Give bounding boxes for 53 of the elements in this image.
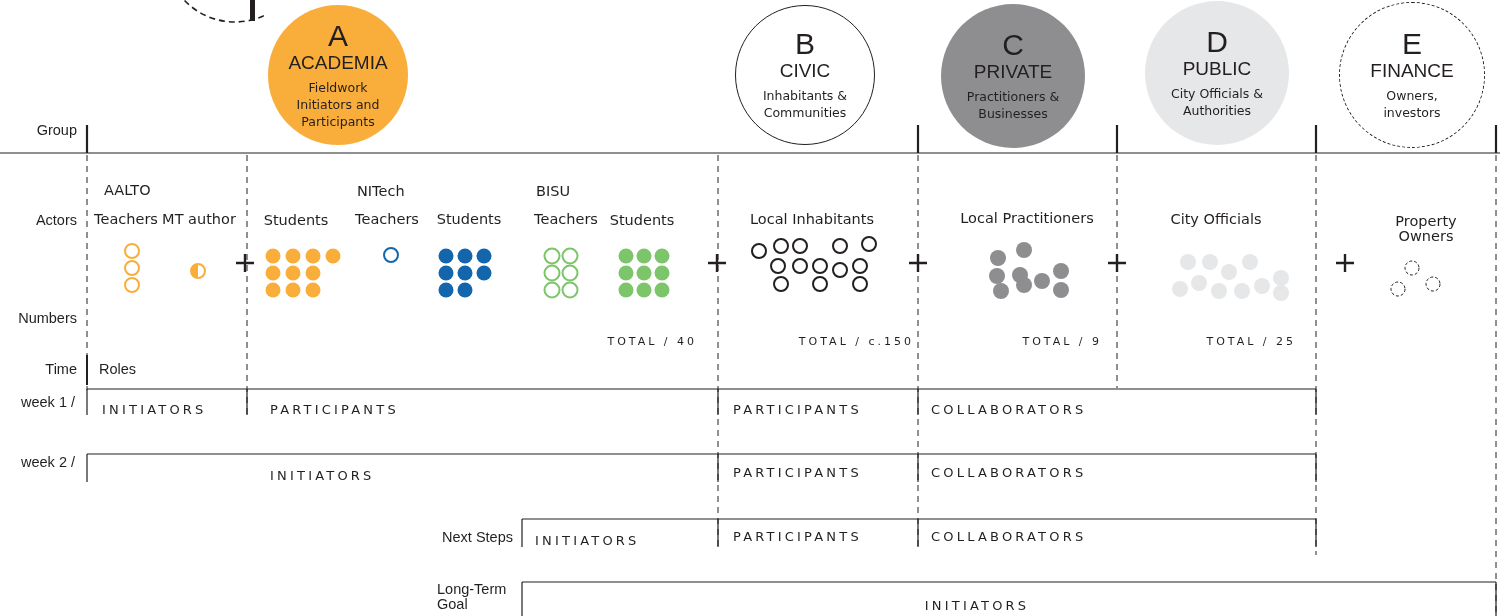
group-name: PUBLIC — [1182, 57, 1252, 81]
role-label: COLLABORATORS — [931, 527, 1087, 545]
actor-label: Teachers — [534, 210, 598, 228]
group-description: Inhabitants & Communities — [761, 87, 849, 121]
row-heading: Time — [45, 360, 77, 378]
actor-label: City Officials — [1170, 210, 1262, 228]
group-name: CIVIC — [779, 59, 831, 83]
row-heading: Roles — [99, 360, 137, 378]
total-count: TOTAL / c.150 — [798, 333, 914, 350]
actor-label: AALTO — [104, 181, 151, 199]
row-heading: Long-Term Goal — [437, 582, 508, 612]
role-label: PARTICIPANTS — [733, 527, 862, 545]
actor-label: Teachers — [355, 210, 419, 228]
row-heading: Next Steps — [442, 528, 513, 546]
row-heading: week 2 / — [21, 453, 75, 471]
group-description: Fieldwork Initiators and Participants — [295, 78, 381, 130]
group-name: PRIVATE — [973, 60, 1053, 84]
group-name: ACADEMIA — [288, 50, 388, 75]
actor-label: Students — [436, 210, 502, 228]
actor-label: NITech — [357, 182, 405, 200]
row-heading: Actors — [35, 211, 77, 229]
total-count: TOTAL / 9 — [1022, 333, 1102, 350]
role-label: COLLABORATORS — [931, 400, 1087, 418]
role-label: PARTICIPANTS — [733, 463, 862, 481]
actor-label: Property Owners — [1394, 214, 1458, 244]
role-label: COLLABORATORS — [931, 463, 1087, 481]
group-description: City Officials & Authorities — [1169, 85, 1265, 119]
group-letter: C — [1002, 30, 1024, 60]
total-count: TOTAL / 40 — [607, 333, 697, 350]
group-description: Practitioners & Businesses — [965, 88, 1061, 122]
group-letter: D — [1206, 27, 1228, 57]
role-label: PARTICIPANTS — [270, 400, 399, 418]
actor-label: MT author — [162, 210, 236, 228]
group-description: Owners, investors — [1382, 87, 1442, 121]
group-name: FINANCE — [1370, 59, 1454, 83]
row-heading: week 1 / — [21, 393, 75, 411]
actor-label: Local Practitioners — [960, 209, 1094, 227]
actor-label: Local Inhabitants — [750, 210, 874, 228]
row-heading: Numbers — [18, 309, 77, 327]
role-label: INITIATORS — [924, 596, 1030, 614]
role-label: INITIATORS — [102, 400, 207, 418]
actor-label: Teachers — [94, 210, 158, 228]
total-count: TOTAL / 25 — [1206, 333, 1296, 350]
actor-label: BISU — [536, 182, 571, 200]
group-letter: A — [328, 20, 348, 51]
row-heading: Group — [36, 121, 77, 139]
role-label: INITIATORS — [270, 466, 375, 484]
actor-label: Students — [263, 211, 329, 229]
actor-label: Students — [609, 211, 675, 229]
group-letter: E — [1402, 29, 1422, 59]
role-label: INITIATORS — [535, 531, 640, 549]
role-label: PARTICIPANTS — [733, 400, 862, 418]
group-letter: B — [795, 29, 815, 59]
